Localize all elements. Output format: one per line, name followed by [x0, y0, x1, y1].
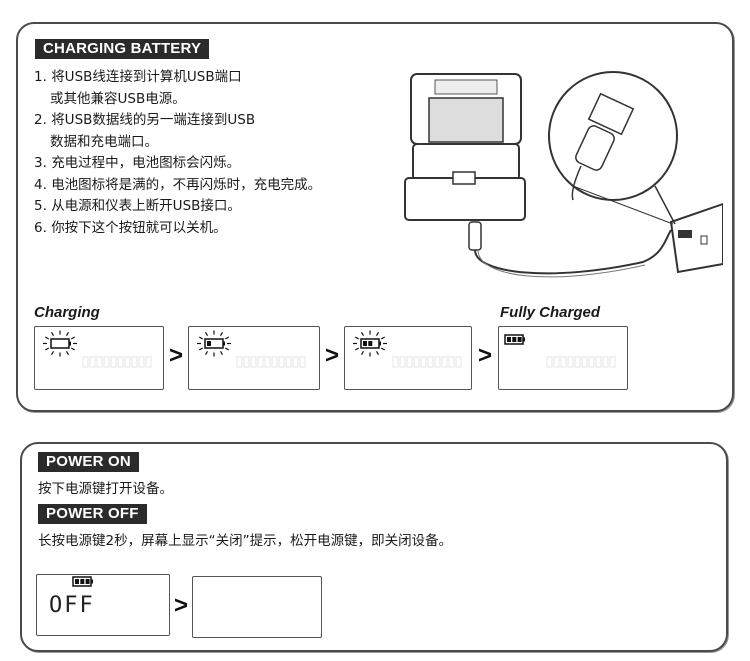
step-4: 4. 电池图标将是满的，不再闪烁时，充电完成。 [34, 176, 322, 193]
lcd-ghost-segments [236, 356, 306, 368]
lcd-ghost-segments [392, 356, 462, 368]
charging-panel: CHARGING BATTERY 1. 将USB线连接到计算机USB端口 或其他… [16, 22, 734, 412]
lcd-stage-3 [344, 326, 472, 390]
lcd-ghost-segments [546, 356, 616, 368]
lcd-stage-2 [188, 326, 320, 390]
power-panel: POWER ON 按下电源键打开设备。 POWER OFF 长按电源键2秒，屏幕… [20, 442, 728, 652]
usb-magnifier [548, 71, 678, 225]
lcd-off-display: OFF [36, 574, 170, 636]
battery-icon [43, 330, 77, 357]
battery-icon [197, 330, 231, 357]
step-6: 6. 你按下这个按钮就可以关机。 [34, 219, 227, 236]
battery-bar [363, 341, 367, 346]
battery-bar [512, 337, 517, 342]
battery-bar [85, 579, 90, 584]
battery-bar [75, 579, 79, 584]
step-1-cont: 或其他兼容USB电源。 [50, 90, 186, 107]
charging-steps: 1. 将USB线连接到计算机USB端口 或其他兼容USB电源。 2. 将USB数… [34, 67, 321, 239]
device-icon [404, 73, 526, 221]
battery-icon [504, 334, 525, 345]
power-bank-icon [669, 202, 723, 274]
arrow-3: > [478, 342, 493, 369]
step-3: 3. 充电过程中，电池图标会闪烁。 [34, 155, 241, 171]
lcd-blank-display [192, 576, 322, 638]
charging-battery-header: CHARGING BATTERY [35, 39, 210, 59]
power-on-text: 按下电源键打开设备。 [38, 481, 173, 497]
battery-bar [507, 337, 511, 342]
off-display-text: OFF [49, 593, 95, 618]
power-off-arrow: > [174, 592, 189, 619]
step-5: 5. 从电源和仪表上断开USB接口。 [34, 198, 241, 214]
step-2-cont: 数据和充电端口。 [50, 133, 158, 150]
battery-icon [72, 576, 93, 587]
arrow-1: > [169, 342, 184, 369]
usb-plug-icon [468, 221, 672, 278]
battery-bar [368, 341, 373, 346]
arrow-2: > [325, 342, 340, 369]
battery-bar [207, 341, 211, 346]
power-off-text: 长按电源键2秒，屏幕上显示“关闭”提示，松开电源键，即关闭设备。 [38, 533, 453, 549]
usb-charging-illustration [404, 71, 723, 278]
lcd-stage-1 [34, 326, 164, 390]
battery-bar [517, 337, 522, 342]
step-2: 2. 将USB数据线的另一端连接到USB [34, 112, 256, 128]
battery-bar [80, 579, 85, 584]
lcd-stage-4 [498, 326, 628, 390]
step-1: 1. 将USB线连接到计算机USB端口 [34, 69, 242, 85]
charging-label: Charging [34, 304, 100, 321]
fully-charged-label: Fully Charged [500, 304, 601, 321]
lcd-ghost-segments [82, 356, 152, 368]
power-on-header: POWER ON [38, 452, 139, 472]
power-off-header: POWER OFF [38, 504, 147, 524]
battery-icon [353, 330, 387, 357]
